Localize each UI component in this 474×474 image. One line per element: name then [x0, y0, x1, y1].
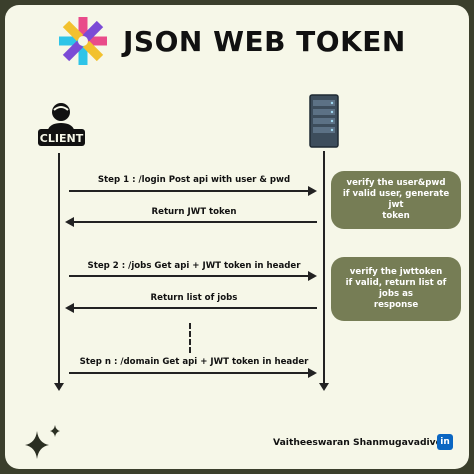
client-lifeline [54, 153, 64, 391]
lifeline-arrowhead [54, 383, 64, 391]
arrow-head-right [308, 271, 317, 281]
arrow-head-right [308, 186, 317, 196]
client-user-icon: CLIENT [38, 103, 85, 146]
diagram-card: JSON WEB TOKEN CLIENT Step 1 : /login Po… [5, 5, 469, 469]
arrow-head-left [65, 217, 74, 227]
note-text: verify the jwttoken if valid, return lis… [345, 267, 447, 310]
server-note-verify-token: verify the jwttoken if valid, return lis… [331, 257, 461, 321]
message-arrow-step1 [69, 186, 317, 196]
message-label-step1: Step 1 : /login Post api with user & pwd [97, 175, 291, 185]
message-label-step2: Step 2 : /jobs Get api + JWT token in he… [87, 261, 301, 271]
message-arrow-return-jwt [65, 217, 317, 227]
jwt-logo-icon [59, 17, 107, 65]
sparkle-icon [25, 425, 60, 459]
arrow-head-right [308, 368, 317, 378]
message-label-return-jwt: Return JWT token [151, 207, 237, 217]
server-note-verify-user: verify the user&pwd if valid user, gener… [331, 171, 461, 229]
message-arrow-stepn [69, 368, 317, 378]
continuation-dashed-line [189, 323, 191, 353]
lifeline-arrowhead [319, 383, 329, 391]
page-title: JSON WEB TOKEN [123, 25, 406, 58]
message-arrow-return-jobs [65, 303, 317, 313]
arrow-head-left [65, 303, 74, 313]
client-label: CLIENT [40, 132, 84, 145]
linkedin-icon[interactable]: in [437, 434, 453, 450]
server-icon [309, 94, 339, 148]
server-lifeline [319, 151, 329, 391]
author-name: Vaitheeswaran Shanmugavadivel [273, 437, 446, 448]
message-label-return-jobs: Return list of jobs [150, 293, 238, 303]
message-arrow-step2 [69, 271, 317, 281]
note-text: verify the user&pwd if valid user, gener… [342, 178, 450, 221]
message-label-stepn: Step n : /domain Get api + JWT token in … [79, 357, 309, 367]
